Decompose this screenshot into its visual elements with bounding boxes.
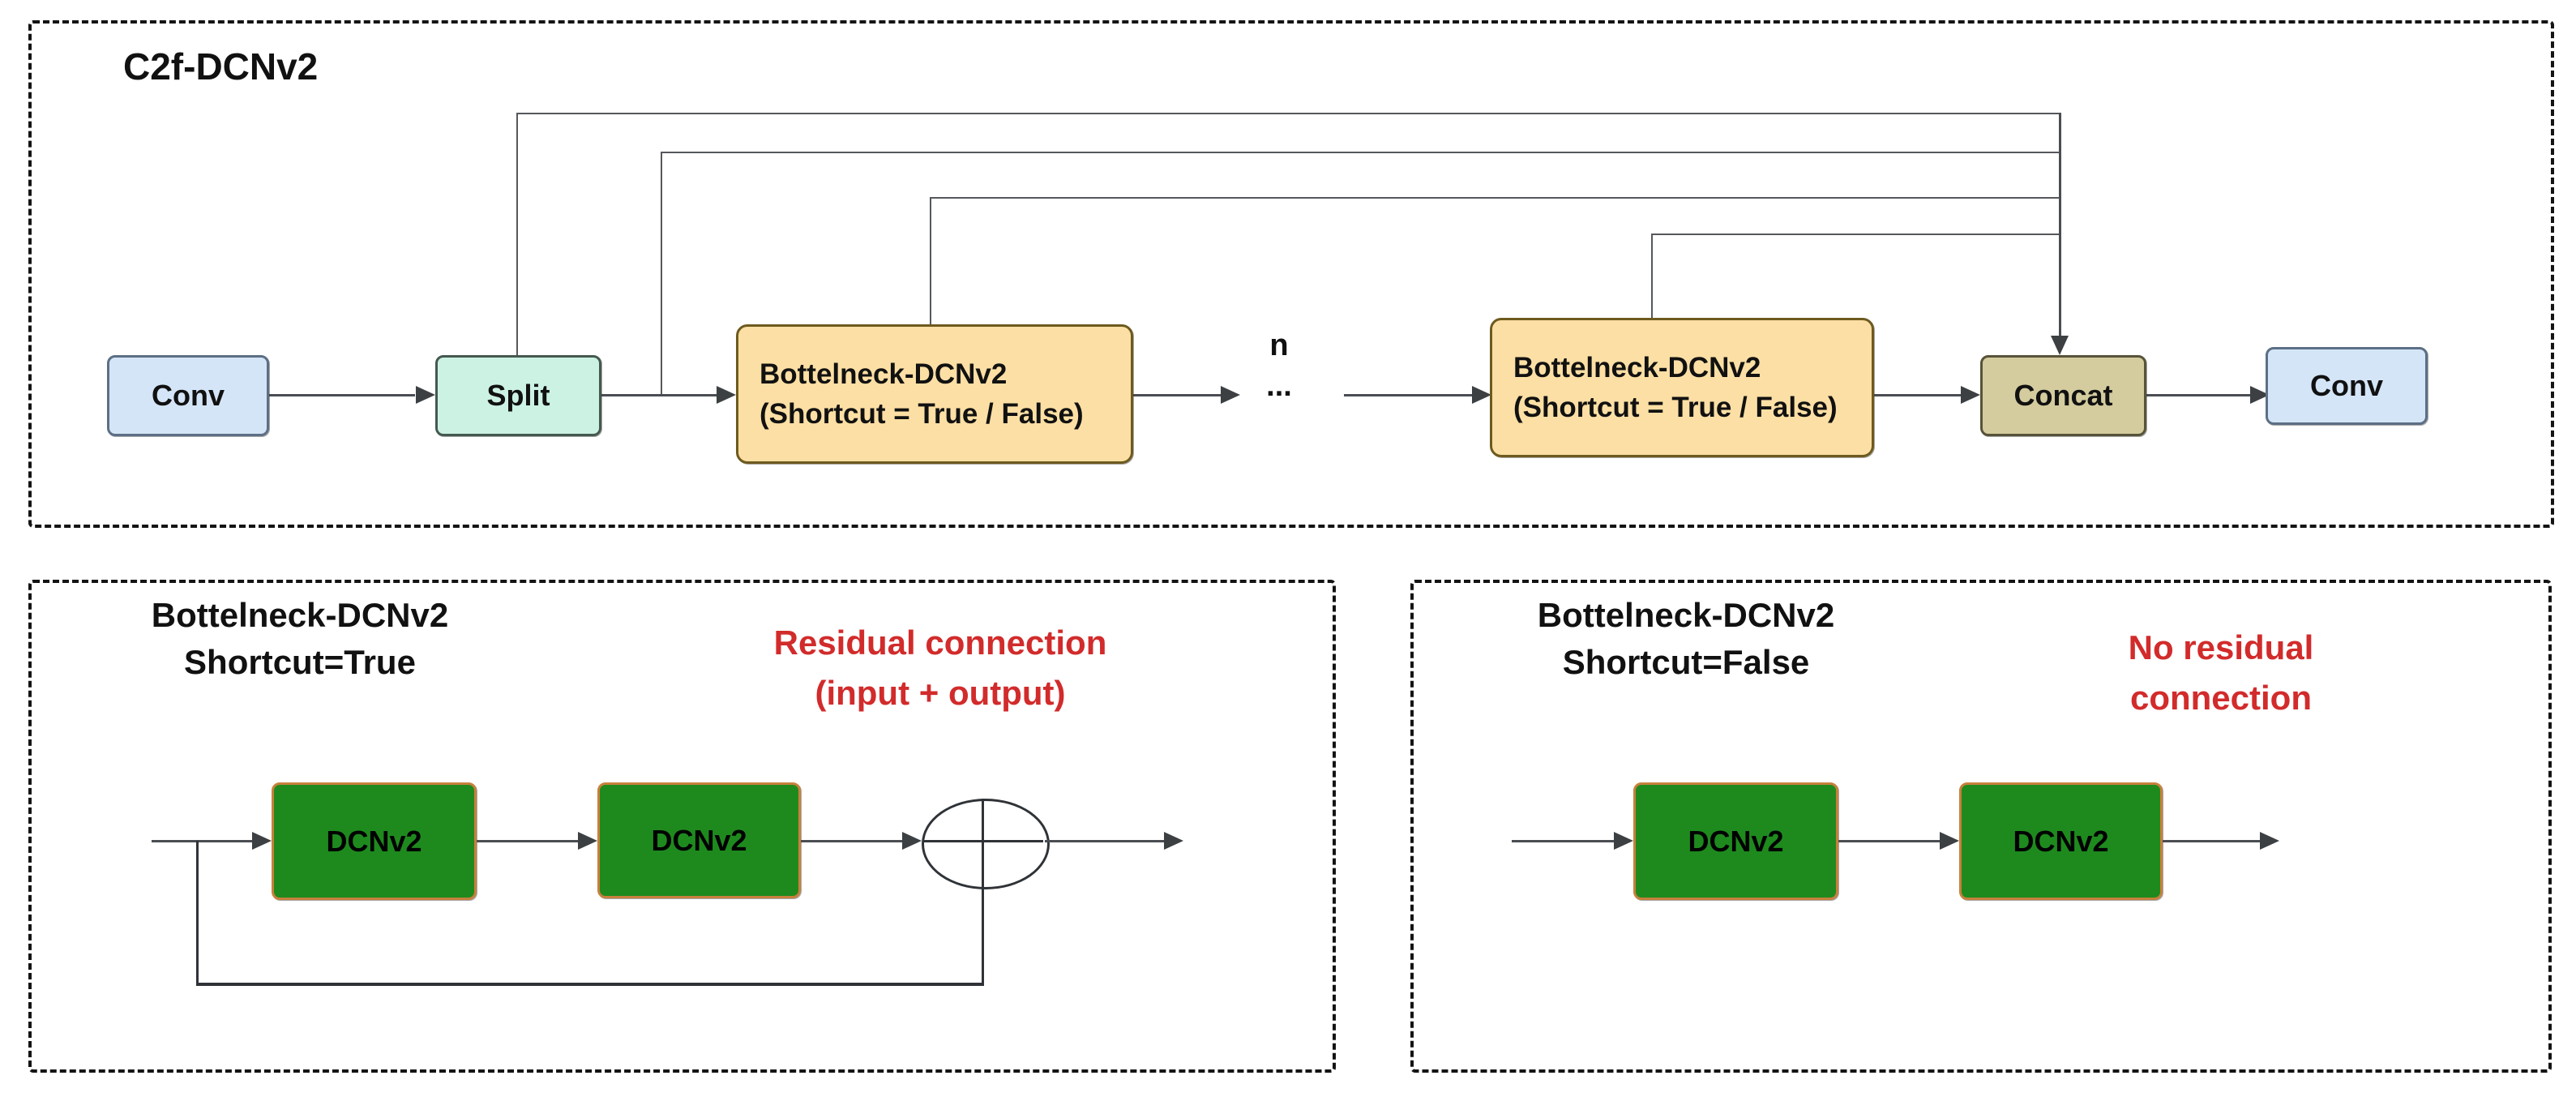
false-node-dcn2-label: DCNv2: [2013, 824, 2109, 858]
residual-note-line2: (input + output): [815, 674, 1066, 712]
repeat-count-label: n: [1269, 328, 1289, 362]
node-bottleneck1-line1: Bottelneck-DCNv2: [760, 358, 1008, 390]
arrowhead-false-output: [2260, 832, 2279, 850]
false-mid-line: [1838, 840, 1940, 842]
node-conv-out-label: Conv: [2310, 369, 2383, 402]
true-input-line: [152, 840, 252, 842]
node-conv-in-label: Conv: [152, 379, 225, 412]
arrowhead-sum-input: [902, 832, 922, 850]
node-bottleneck2-line2: (Shortcut = True / False): [1513, 392, 1838, 423]
arrowhead-split-input: [416, 386, 435, 404]
shortcut-true-title-line2: Shortcut=True: [184, 643, 416, 681]
node-conv-out: Conv: [2266, 347, 2428, 425]
edge-bottleneck2-to-concat: [1874, 394, 1961, 396]
skip-line-c-vertical: [930, 197, 931, 324]
edge-conv-to-split: [269, 394, 415, 396]
node-bottleneck2: Bottelneck-DCNv2 (Shortcut = True / Fals…: [1490, 318, 1874, 457]
skip-line-d-vertical: [1651, 234, 1653, 318]
residual-note-line1: Residual connection: [773, 623, 1107, 662]
no-residual-note-line2: connection: [2129, 679, 2312, 717]
sum-plus-vertical-and-riser: [982, 799, 984, 986]
sum-plus-icon: [922, 799, 1050, 889]
arrowhead-true-dcn1-input: [252, 832, 272, 850]
shortcut-false-title-line2: Shortcut=False: [1562, 643, 1810, 681]
false-input-line: [1512, 840, 1614, 842]
node-conv-in: Conv: [107, 355, 269, 436]
c2f-panel-title: C2f-DCNv2: [123, 45, 319, 88]
false-node-dcn1: DCNv2: [1633, 782, 1838, 900]
arrowhead-bottleneck1-input: [717, 386, 736, 404]
true-node-dcn1-label: DCNv2: [326, 824, 422, 858]
residual-branch-vertical: [196, 841, 199, 985]
shortcut-true-title: Bottelneck-DCNv2 Shortcut=True: [73, 592, 527, 686]
skip-trunk-vertical: [2059, 113, 2061, 337]
skip-line-b-vertical: [661, 152, 662, 395]
true-output-line: [1045, 840, 1164, 842]
node-bottleneck1: Bottelneck-DCNv2 (Shortcut = True / Fals…: [736, 324, 1133, 464]
arrowhead-bottleneck2-input: [1472, 386, 1491, 404]
true-mid-line: [477, 840, 578, 842]
arrowhead-false-dcn2-input: [1940, 832, 1959, 850]
arrowhead-conv-out-input: [2250, 386, 2270, 404]
arrowhead-true-output: [1164, 832, 1183, 850]
arrowhead-repeat: [1221, 386, 1240, 404]
skip-line-a-horizontal: [516, 113, 2061, 114]
residual-bottom-line: [196, 983, 984, 986]
node-bottleneck1-line2: (Shortcut = True / False): [760, 398, 1084, 430]
no-residual-note-line1: No residual: [2128, 628, 2314, 666]
skip-line-a-vertical: [516, 113, 518, 355]
edge-split-to-bottleneck1: [601, 394, 717, 396]
shortcut-false-title: Bottelneck-DCNv2 Shortcut=False: [1459, 592, 1913, 686]
false-node-dcn1-label: DCNv2: [1688, 824, 1784, 858]
node-split-label: Split: [486, 379, 550, 412]
shortcut-true-title-line1: Bottelneck-DCNv2: [151, 596, 449, 634]
no-residual-note: No residual connection: [2002, 623, 2440, 723]
edge-concat-to-conv: [2146, 394, 2250, 396]
node-bottleneck2-line1: Bottelneck-DCNv2: [1513, 352, 1761, 384]
skip-line-b-horizontal: [661, 152, 2061, 153]
edge-bottleneck1-to-repeat: [1133, 394, 1221, 396]
false-node-dcn2: DCNv2: [1959, 782, 2163, 900]
true-to-sum-line: [801, 840, 902, 842]
repeat-dots-label: ...: [1266, 369, 1292, 403]
residual-note: Residual connection (input + output): [713, 618, 1167, 718]
arrowhead-into-concat-top: [2051, 336, 2069, 355]
true-node-dcn1: DCNv2: [272, 782, 477, 900]
node-concat: Concat: [1980, 355, 2146, 436]
true-node-dcn2: DCNv2: [597, 782, 801, 898]
skip-line-d-horizontal: [1651, 234, 2061, 235]
true-node-dcn2-label: DCNv2: [651, 823, 747, 857]
skip-line-c-horizontal: [930, 197, 2061, 199]
shortcut-false-title-line1: Bottelneck-DCNv2: [1537, 596, 1835, 634]
node-split: Split: [435, 355, 601, 436]
arrowhead-false-dcn1-input: [1614, 832, 1633, 850]
node-concat-label: Concat: [2013, 379, 2113, 412]
false-output-line: [2163, 840, 2260, 842]
c2f-panel: [28, 20, 2554, 528]
arrowhead-concat-input: [1961, 386, 1980, 404]
edge-repeat-to-bottleneck2: [1344, 394, 1472, 396]
arrowhead-true-dcn2-input: [578, 832, 597, 850]
